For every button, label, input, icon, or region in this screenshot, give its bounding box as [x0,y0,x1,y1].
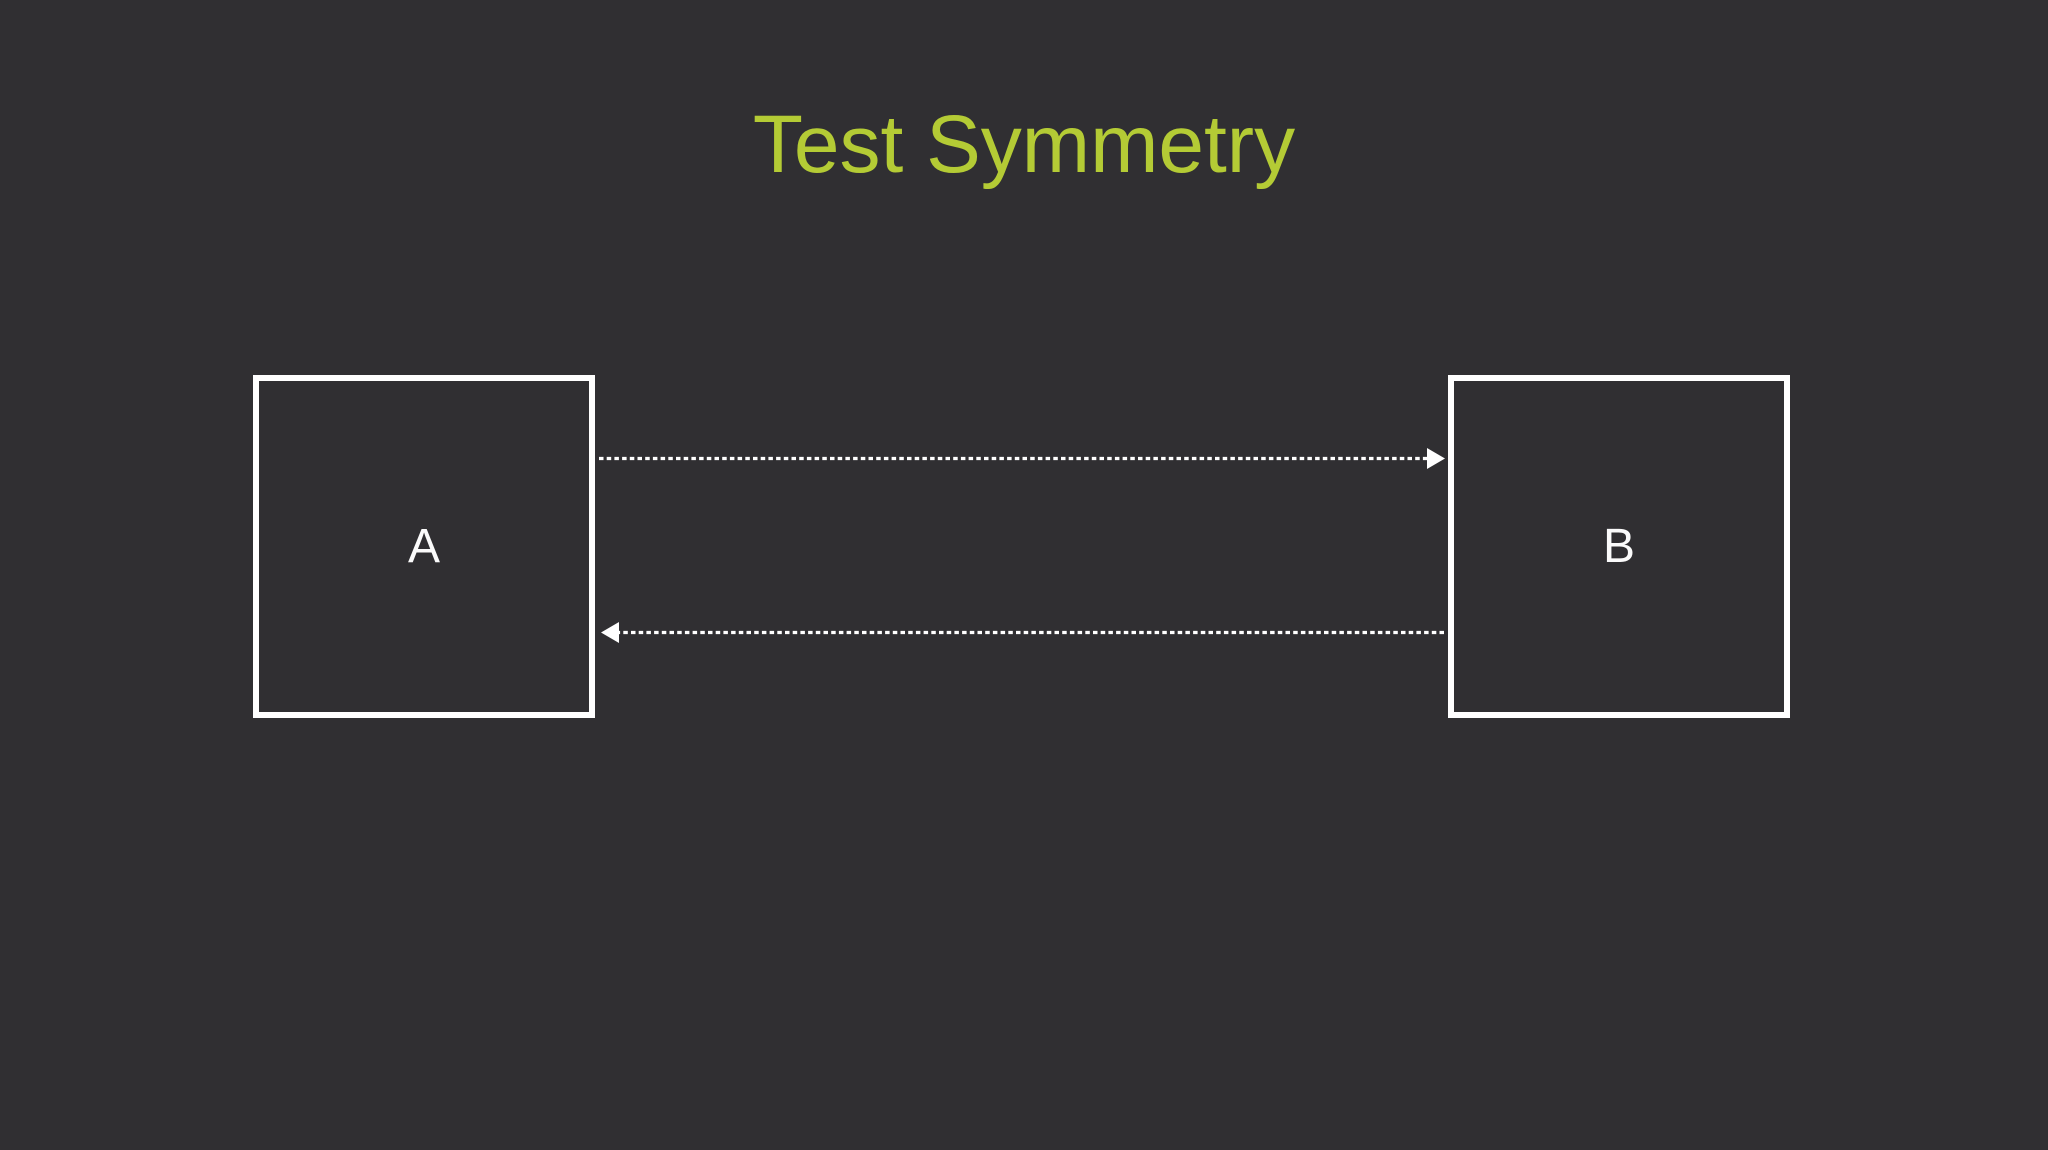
diagram-title: Test Symmetry [752,99,1296,190]
edge-b-to-a-arrowhead-icon [601,622,619,643]
node-A-label: A [407,519,440,573]
node-A: A [253,375,595,718]
node-B: B [1448,375,1790,718]
edge-a-to-b-arrowhead-icon [1427,448,1445,469]
edge-a-to-b [599,448,1445,469]
edge-b-to-a [601,622,1444,643]
node-B-label: B [1602,519,1635,573]
